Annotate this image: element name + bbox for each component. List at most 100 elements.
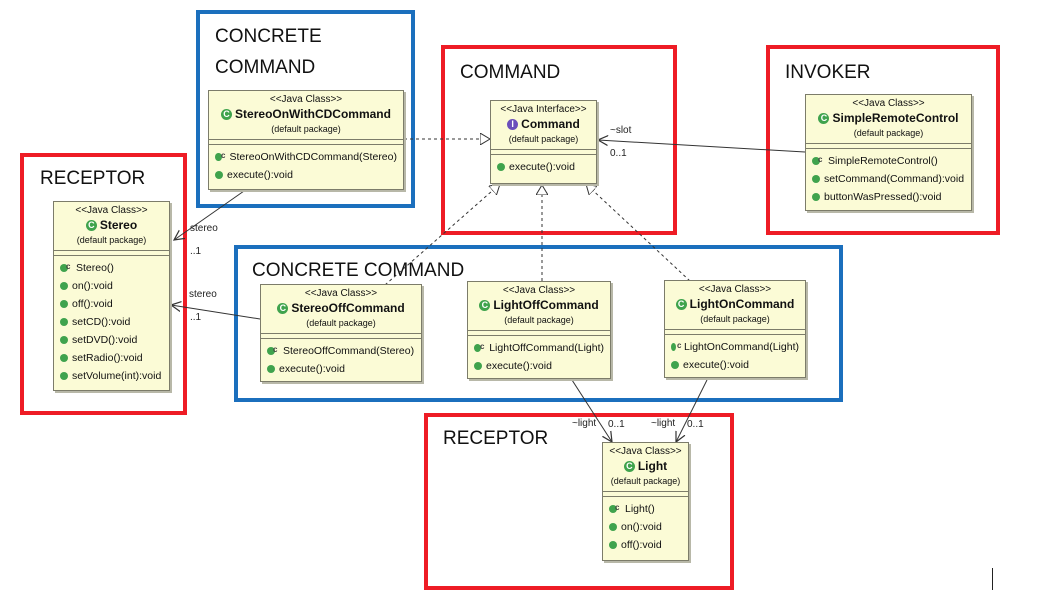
public-method-icon [497,163,505,171]
stereotype-label: <<Java Interface>> [500,104,587,115]
class-icon: C [277,303,289,314]
package-label: (default package) [504,315,574,325]
invoker-region [766,45,1000,235]
command-region-title: COMMAND [460,62,561,83]
operation: execute():void [474,357,604,375]
package-label: (default package) [508,134,579,144]
operation: execute():void [671,356,799,374]
operation: buttonWasPressed():void [812,188,965,206]
operation: SimpleRemoteControl() [812,151,965,170]
public-method-icon [60,336,68,344]
package-label: (default package) [76,235,147,245]
receptor-region-left [20,153,187,415]
class-icon: C [818,113,830,124]
receptor-region-left-title: RECEPTOR [40,168,146,189]
operation: setRadio():void [60,349,163,367]
class-icon: C [675,299,687,310]
stereotype-label: <<Java Class>> [304,288,378,299]
light-multiplicity-label-2: 0..1 [687,419,704,430]
package-label: (default package) [271,124,341,134]
class-icon: C [479,300,491,311]
receptor-region-bottom [424,413,734,590]
stereo-multiplicity-label-1: ..1 [190,246,202,257]
association-slot [598,140,806,153]
operation: execute():void [215,166,397,184]
association-light-on [676,379,708,442]
association-stereo-off [171,305,261,320]
text-cursor-mark [992,568,993,590]
stereotype-label: <<Java Class>> [609,446,682,457]
package-label: (default package) [853,128,924,138]
package-label: (default package) [610,476,681,486]
concrete-command-region-mid [234,245,843,402]
stereo-role-label-2: stereo [189,289,217,300]
operation: setCD():void [60,313,163,331]
stereotype-label: <<Java Class>> [698,284,772,295]
class-name: Stereo [99,218,138,232]
constructor-icon [671,337,681,355]
public-method-icon [267,365,275,373]
operation: StereoOffCommand(Stereo) [267,341,415,360]
realization-stereo-off [384,184,500,286]
association-stereo-on-cd [174,190,245,240]
realization-light-on [586,184,691,282]
slot-role-label: ~slot [610,125,632,136]
stereotype-label: <<Java Class>> [75,205,148,216]
class-name: LightOffCommand [493,298,599,312]
class-name: StereoOnWithCDCommand [235,107,391,121]
stereotype-label: <<Java Class>> [502,285,576,296]
class-name: LightOnCommand [689,297,795,311]
operation: setDVD():void [60,331,163,349]
constructor-icon [609,499,619,517]
public-method-icon [60,318,68,326]
association-light-off [571,379,612,442]
operation: StereoOnWithCDCommand(Stereo) [215,147,397,166]
package-label: (default package) [306,318,376,328]
invoker-region-title: INVOKER [785,62,871,83]
public-method-icon [609,541,617,549]
operation: on():void [60,277,163,295]
public-method-icon [609,523,617,531]
constructor-icon [215,147,225,165]
interface-name: Command [521,117,580,131]
class-name: Light [637,459,668,473]
stereo-role-label-1: stereo [190,223,218,234]
slot-multiplicity-label: 0..1 [610,148,627,159]
operation: off():void [609,536,682,554]
operation: LightOnCommand(Light) [671,337,799,356]
package-label: (default package) [700,314,770,324]
operation: on():void [609,518,682,536]
operation: LightOffCommand(Light) [474,338,604,357]
class-icon: C [623,461,635,472]
light-role-label-2: ~light [651,418,676,429]
class-name: SimpleRemoteControl [832,111,959,125]
public-method-icon [215,171,223,179]
light-multiplicity-label-1: 0..1 [608,419,625,430]
concrete-command-region-mid-title: CONCRETE COMMAND [252,260,465,281]
operation: setCommand(Command):void [812,170,965,188]
public-method-icon [60,300,68,308]
constructor-icon [812,151,822,169]
operation: setVolume(int):void [60,367,163,385]
class-name: StereoOffCommand [291,301,405,315]
interface-icon: I [507,119,519,130]
stereotype-label: <<Java Class>> [852,98,925,109]
operation: execute():void [497,158,590,176]
class-icon: C [221,109,233,120]
stereotype-label: <<Java Class>> [269,94,343,105]
public-method-icon [812,175,820,183]
public-method-icon [474,362,482,370]
public-method-icon [60,282,68,290]
public-method-icon [812,193,820,201]
concrete-command-region-top-title: CONCRETE COMMAND [215,26,322,78]
stereo-multiplicity-label-2: ..1 [190,312,202,323]
